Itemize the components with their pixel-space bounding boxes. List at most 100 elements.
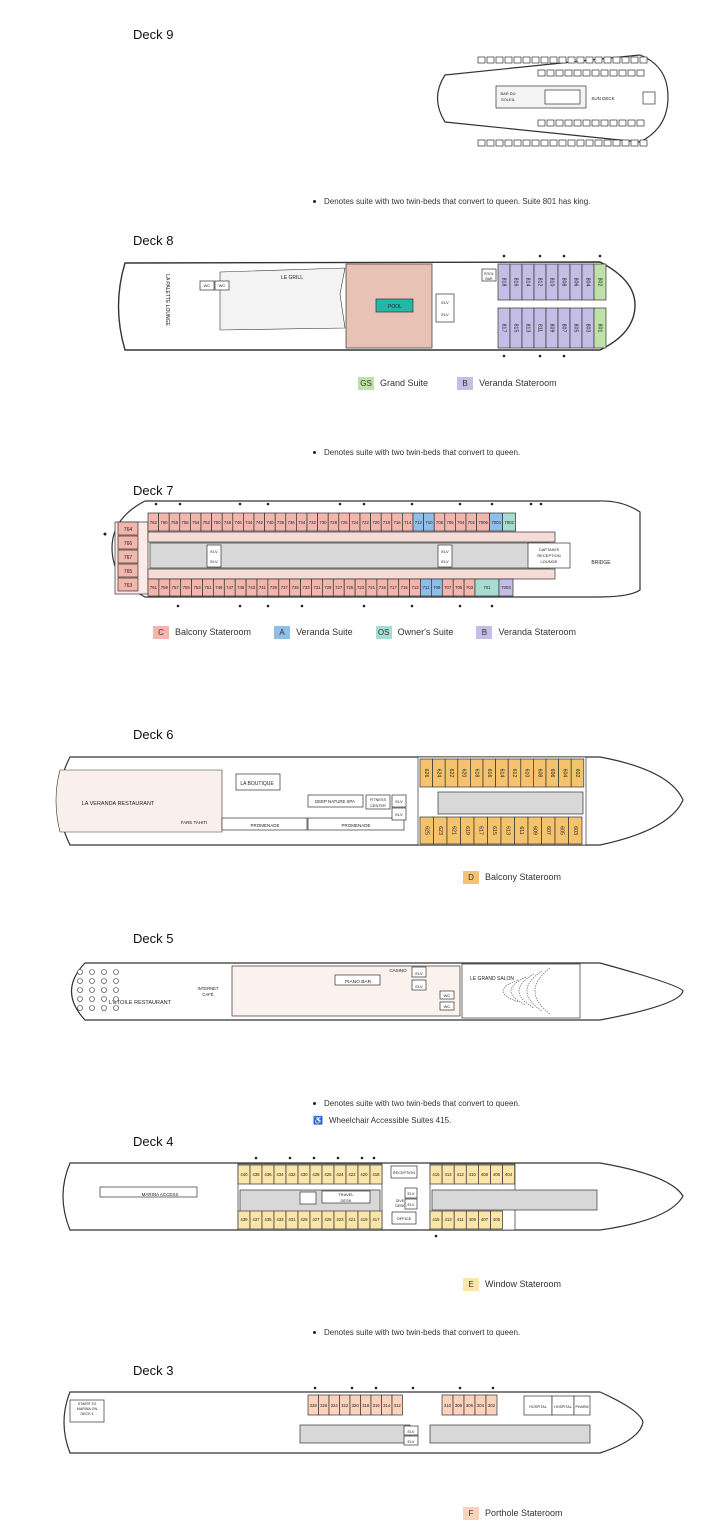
deck5-table xyxy=(89,969,95,975)
deck9-sunbed xyxy=(486,56,495,64)
deck9-sunbed xyxy=(573,69,582,77)
suite-dot xyxy=(312,1156,316,1160)
deck8-cabin-number: 808 xyxy=(561,278,567,287)
deck4-cabin-number: 410 xyxy=(469,1172,477,1177)
deck3-cabin xyxy=(391,1394,403,1416)
legend-swatch: F xyxy=(463,1507,479,1520)
deck4-note-text: Denotes suite with two twin-beds that co… xyxy=(324,1328,521,1337)
deck9-sunbed xyxy=(531,139,540,147)
deck4-cabin-number: 428 xyxy=(312,1172,320,1177)
deck8-cabin-number: 802 xyxy=(597,278,603,287)
deck8-title: Deck 8 xyxy=(133,233,174,248)
deck7-cabin-number: 715 xyxy=(401,585,409,590)
deck3-stairs-label: MARINA ON xyxy=(77,1407,98,1411)
deck5-elv xyxy=(411,979,427,991)
deck4-cabin-number: 426 xyxy=(324,1172,332,1177)
deck6-cabin-number: 616 xyxy=(486,769,492,778)
deck7-cabin-number: 732 xyxy=(309,520,317,525)
deck3-cabin-number: 328 xyxy=(310,1403,318,1408)
deck4-cabin-number: 437 xyxy=(252,1217,260,1222)
deck7-cabin-number: 727 xyxy=(335,585,343,590)
deck3-title: Deck 3 xyxy=(133,1363,174,1378)
deck5-theatre-row xyxy=(534,967,551,1015)
legend-swatch: A xyxy=(274,626,291,639)
deck7-cabin-number: 735 xyxy=(292,585,300,590)
deck8-cabin-number: 811 xyxy=(537,324,543,332)
deck7-aft-cabin xyxy=(117,535,139,550)
deck9-note: Denotes suite with two twin-beds that co… xyxy=(313,197,590,206)
deck9-sunbed xyxy=(537,119,546,127)
deck4-cabin-number: 424 xyxy=(336,1172,344,1177)
deck8-elv-label: ELV xyxy=(441,312,449,317)
deck3-cabin-number: 320 xyxy=(352,1403,360,1408)
legend-label: Veranda Stateroom xyxy=(498,627,576,637)
deck4-cabin-number: 404 xyxy=(505,1172,513,1177)
deck7-cabin-number: 745 xyxy=(237,585,245,590)
deck4-cabin-number: 414 xyxy=(445,1172,453,1177)
deck6-cabin-number: 620 xyxy=(461,769,467,778)
deck7-aft-cabin xyxy=(117,549,139,564)
deck5-table xyxy=(89,996,95,1002)
deck7-cabin-number: 746 xyxy=(235,520,243,525)
deck5-title: Deck 5 xyxy=(133,931,174,946)
legend-swatch: B xyxy=(457,377,474,390)
deck4-marina-access xyxy=(99,1186,198,1198)
deck9-sunbed xyxy=(495,56,504,64)
deck7-cabin-number: 709 xyxy=(433,585,441,590)
legend-label: Balcony Stateroom xyxy=(175,627,252,637)
suite-dot xyxy=(502,254,506,258)
suite-dot xyxy=(598,254,602,258)
deck8-cabin-number: 804 xyxy=(585,278,591,287)
deck7-cabin-number: 740 xyxy=(266,520,274,525)
deck9-bar-label: SOLEIL xyxy=(501,97,516,102)
deck7-cabin-number: 731 xyxy=(313,585,321,590)
deck5-wc xyxy=(439,1001,455,1011)
deck6-cabin-number: 621 xyxy=(450,826,456,835)
deck4-cabin-number: 436 xyxy=(264,1172,272,1177)
deck9-sunbed xyxy=(477,139,486,147)
deck9-sunbed xyxy=(564,119,573,127)
deck7-cabin-number: 713 xyxy=(411,585,419,590)
deck6-promenade-1 xyxy=(221,817,308,831)
deck7-title: Deck 7 xyxy=(133,483,174,498)
deck7-cabin-number: 719 xyxy=(379,585,387,590)
deck8-pool-bar-label: POOL xyxy=(484,272,494,276)
deck3-elv xyxy=(403,1425,419,1436)
deck7-elevators xyxy=(437,544,453,568)
deck7-cabin-number: 724 xyxy=(351,520,359,525)
deck8-pool-bar-label: BAR xyxy=(485,277,493,281)
deck9-sunbed xyxy=(582,119,591,127)
deck4-elv-label: ELV xyxy=(408,1203,415,1207)
deck4-cabin-number: 418 xyxy=(372,1172,380,1177)
deck4-cabin xyxy=(369,1210,383,1230)
deck6-cabin-number: 604 xyxy=(562,769,568,778)
wheelchair-icon: ♿ xyxy=(313,1116,323,1125)
deck9-sunbed xyxy=(630,56,639,64)
deck9-sunbed xyxy=(558,139,567,147)
suite-dot xyxy=(538,254,542,258)
suite-dot xyxy=(300,604,304,608)
suite-dot xyxy=(336,1156,340,1160)
deck4-cabin-number: 408 xyxy=(481,1172,489,1177)
deck7-cabin-number: 748 xyxy=(224,520,232,525)
suite-dot xyxy=(338,502,342,506)
deck7-bridge-label: BRIDGE xyxy=(591,560,611,566)
deck8-cabin-number: 806 xyxy=(573,278,579,287)
deck8-pool xyxy=(375,298,414,313)
deck3-pharm-label: PHARM xyxy=(576,1405,589,1409)
deck5-theatre-row xyxy=(510,976,527,1006)
deck9-sunbed xyxy=(585,139,594,147)
deck9-sunbed xyxy=(567,56,576,64)
deck3-pharm xyxy=(573,1395,591,1416)
deck5-table xyxy=(101,978,107,984)
deck5-note-text: Denotes suite with two twin-beds that co… xyxy=(324,1099,521,1108)
deck8-cabin-number: 815 xyxy=(513,324,519,333)
deck5-grand-salon-label: LE GRAND SALON xyxy=(470,976,514,982)
deck4-dive-label: DIVE xyxy=(396,1199,405,1203)
deck8-cabin-number: 816 xyxy=(513,278,519,287)
deck3-cabin-number: 304 xyxy=(477,1403,485,1408)
deck6-fitness xyxy=(365,794,391,810)
deck4-cabin-number: 430 xyxy=(300,1172,308,1177)
suite-dot xyxy=(176,604,180,608)
deck9-sunbed xyxy=(549,56,558,64)
